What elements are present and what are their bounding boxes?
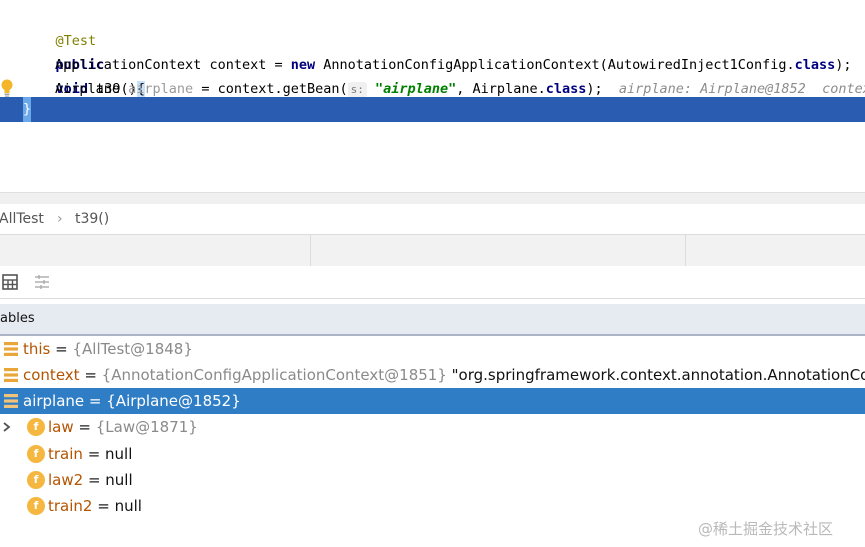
field-name: train2 [48,497,93,515]
field-equals: = [73,418,96,436]
breadcrumb: AllTest › t39() [0,204,865,234]
code-editor[interactable]: @Test public void t39(){ ApplicationCont… [0,0,865,192]
variable-row-context[interactable]: context = {AnnotationConfigApplicationCo… [0,362,865,388]
field-row-train[interactable]: f train = null [0,441,865,467]
variable-string-preview: "org.springframework.context.annotation.… [446,366,865,384]
debugger-tab-strip [0,234,865,267]
code-line-annotation: @Test [23,5,97,49]
variable-value: {AnnotationConfigApplicationContext@1851… [101,366,447,384]
field-row-train2[interactable]: f train2 = null [0,493,865,519]
inlay-value-hint: airplane: Airplane@1852 context [618,81,865,97]
statement-end: ); [586,81,603,97]
variable-icon [4,368,18,382]
code-line-context: ApplicationContext context = new Annotat… [55,53,865,77]
field-equals: = [92,497,115,515]
code-line-close: } [23,97,31,121]
variable-name: context [23,366,80,384]
string-literal: "airplane" [375,81,457,97]
keyword-class: class [794,57,836,73]
variable-value: {AllTest@1848} [72,340,193,358]
variable-equals: = [84,392,107,410]
field-row-law[interactable]: f law = {Law@1871} [0,414,865,440]
field-icon: f [27,445,45,463]
execution-line-highlight [0,97,865,122]
annotation-text: @Test [55,33,97,49]
variables-tree[interactable]: this = {AllTest@1848} context = {Annotat… [0,336,865,547]
method-name: t39() [88,81,137,97]
variable-name: this [23,340,51,358]
parameter-hint: s: [347,82,367,98]
keyword-void: void [55,81,89,97]
variables-panel-header: ables [0,304,865,336]
variable-name: airplane [23,392,85,410]
type-name: ApplicationContext [55,57,202,73]
debugger-tab[interactable] [311,235,686,266]
lightbulb-icon[interactable] [1,79,13,97]
breadcrumb-separator-icon: › [57,211,63,227]
field-value: null [105,445,133,463]
open-brace: { [136,81,145,97]
breadcrumb-class[interactable]: AllTest [0,211,44,227]
field-icon: f [27,471,45,489]
field-row-law2[interactable]: f law2 = null [0,467,865,493]
layout-settings-icon[interactable] [34,274,50,290]
close-brace-highlight [23,97,31,122]
watermark: @稀土掘金技术社区 [698,520,834,538]
variable-equals: = [50,340,73,358]
field-icon: f [27,497,45,515]
statement-end: ); [835,57,852,73]
variable-row-airplane[interactable]: airplane = {Airplane@1852} [0,388,865,414]
field-value: null [105,471,133,489]
variable-icon [4,342,18,356]
field-equals: = [83,471,106,489]
debugger-tab[interactable] [0,235,311,266]
table-view-icon[interactable] [2,274,18,290]
var-name: airplane [128,81,194,97]
type-name: Airplane [55,81,129,97]
variable-row-this[interactable]: this = {AllTest@1848} [0,336,865,362]
chevron-right-icon[interactable] [2,422,12,432]
code-line-airplane: Airplane airplane = context.getBean(s: "… [55,77,865,101]
field-name: law2 [48,471,84,489]
variable-value: {Airplane@1852} [106,392,241,410]
field-value: null [114,497,142,515]
field-value: {Law@1871} [95,418,198,436]
var-decl: context = [201,57,291,73]
field-name: train [48,445,83,463]
breadcrumb-method[interactable]: t39() [75,211,110,227]
variables-toolbar [0,266,865,299]
field-name: law [48,418,74,436]
variable-equals: = [79,366,102,384]
getbean-call: = context.getBean( [193,81,348,97]
code-line-method-signature: public void t39(){ [23,29,145,97]
keyword-public: public [55,57,105,73]
variables-panel-title: ables [0,311,35,326]
constructor-call: AnnotationConfigApplicationContext(Autow… [315,57,795,73]
close-brace: } [23,101,32,117]
field-icon: f [27,418,45,436]
call-args: , Airplane. [456,81,546,97]
keyword-class: class [545,81,587,97]
variable-icon [4,394,18,408]
keyword-new: new [290,57,316,73]
field-equals: = [82,445,106,463]
